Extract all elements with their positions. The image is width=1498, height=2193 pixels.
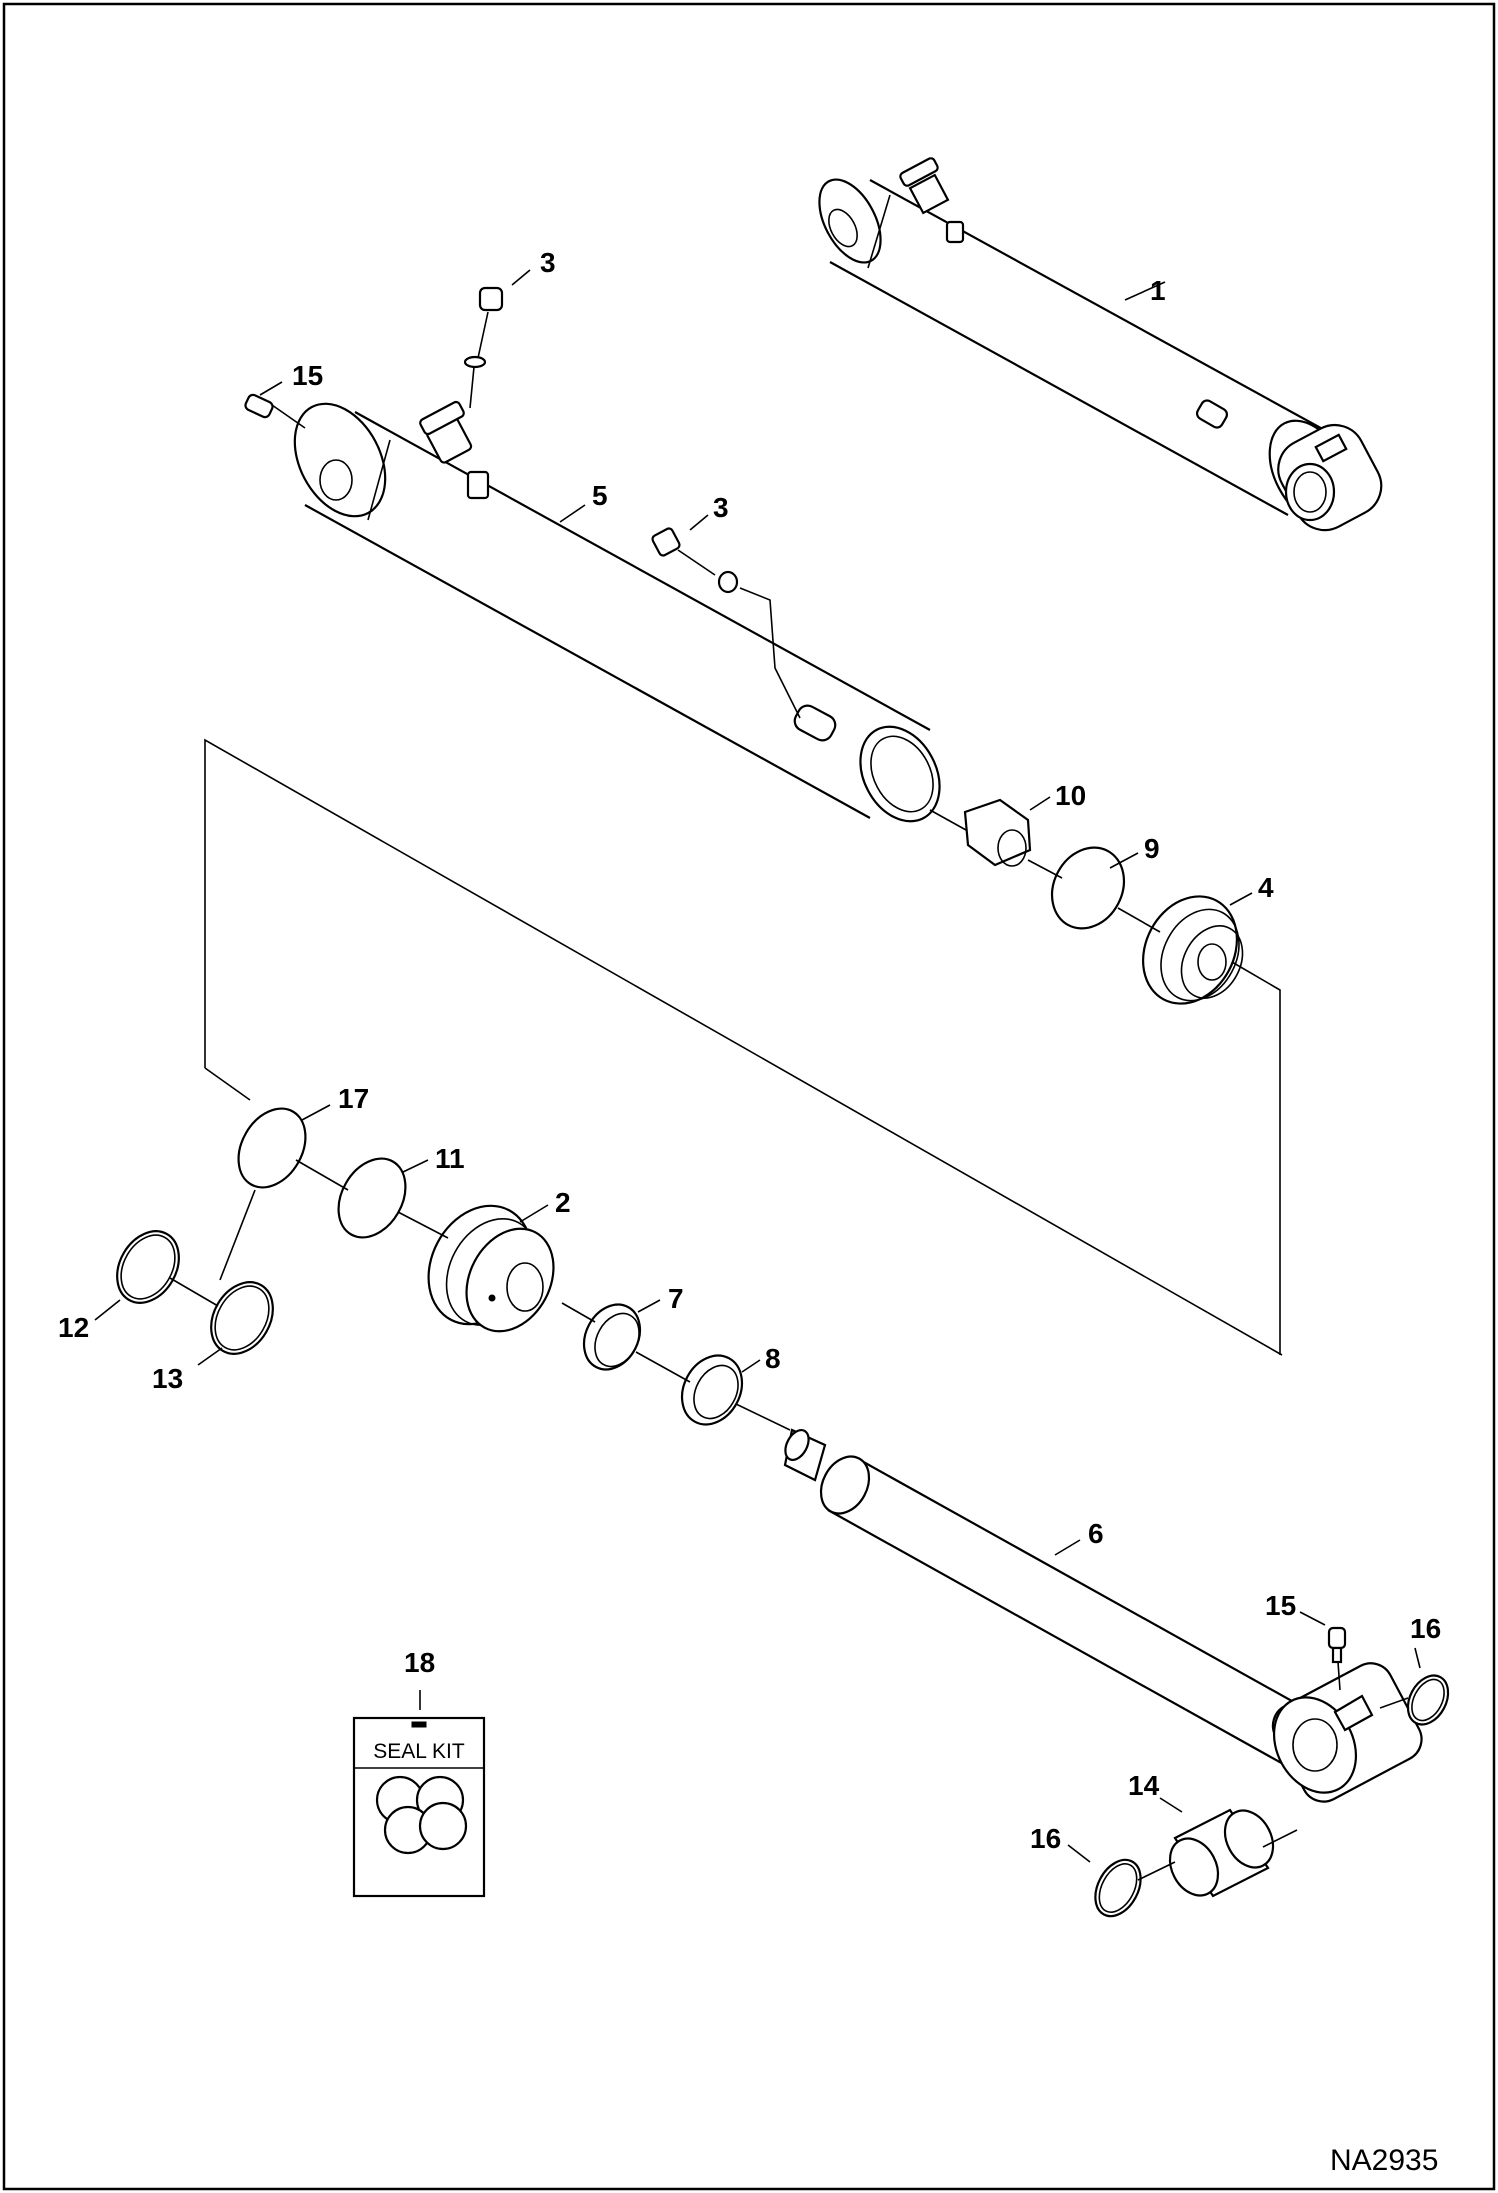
part-13-ring <box>210 1281 274 1355</box>
callout-9: 9 <box>1144 833 1160 864</box>
part-17-ring <box>237 1107 307 1189</box>
part-10-nut <box>963 798 1032 867</box>
drawing-id: NA2935 <box>1330 2144 1438 2177</box>
callout-16-right: 16 <box>1410 1613 1441 1644</box>
assembly-lines <box>169 311 1409 1881</box>
callout-16-lower: 16 <box>1030 1823 1061 1854</box>
part-3-lower-plug <box>651 527 739 594</box>
callout-14: 14 <box>1128 1770 1160 1801</box>
part-15-lower-grease-fitting <box>1327 1626 1347 1664</box>
callout-17: 17 <box>338 1083 369 1114</box>
part-15-upper-grease-fitting <box>244 393 274 419</box>
callout-10: 10 <box>1055 780 1086 811</box>
callout-7: 7 <box>668 1283 684 1314</box>
part-14-bushing <box>1168 1808 1275 1898</box>
callout-4: 4 <box>1258 872 1274 903</box>
callout-6: 6 <box>1088 1518 1104 1549</box>
callout-3-upper: 3 <box>540 247 556 278</box>
part-5-barrel <box>293 400 941 823</box>
callout-13: 13 <box>152 1363 183 1394</box>
part-18-seal-kit: SEAL KIT <box>352 1716 486 1898</box>
part-6-rod <box>783 1428 1423 1803</box>
callout-15-upper: 15 <box>292 360 323 391</box>
callout-2: 2 <box>555 1187 571 1218</box>
callout-labels: 1 3 15 5 3 10 9 4 17 11 2 7 8 12 13 6 15… <box>58 247 1441 1854</box>
part-3-upper-plug <box>463 286 504 369</box>
part-12-ring <box>116 1230 180 1304</box>
callout-8: 8 <box>765 1343 781 1374</box>
part-1-cylinder-assembly <box>818 157 1383 532</box>
callout-3-lower: 3 <box>713 492 729 523</box>
callout-5: 5 <box>592 480 608 511</box>
callout-18: 18 <box>404 1647 435 1678</box>
part-7-ring <box>582 1303 642 1371</box>
part-4-piston <box>1141 895 1244 1005</box>
callout-leaders <box>94 269 1421 1863</box>
part-16-ring-right <box>1406 1674 1450 1726</box>
seal-kit-label: SEAL KIT <box>373 1740 465 1763</box>
callout-15-lower: 15 <box>1265 1590 1296 1621</box>
part-2-gland <box>427 1204 555 1333</box>
callout-12: 12 <box>58 1312 89 1343</box>
callout-1: 1 <box>1150 275 1166 306</box>
callout-11: 11 <box>435 1143 465 1174</box>
part-9-ring <box>1050 846 1126 930</box>
part-8-wiper-seal <box>680 1354 744 1426</box>
part-16-ring-lower <box>1094 1858 1142 1918</box>
part-11-ring <box>337 1157 407 1239</box>
